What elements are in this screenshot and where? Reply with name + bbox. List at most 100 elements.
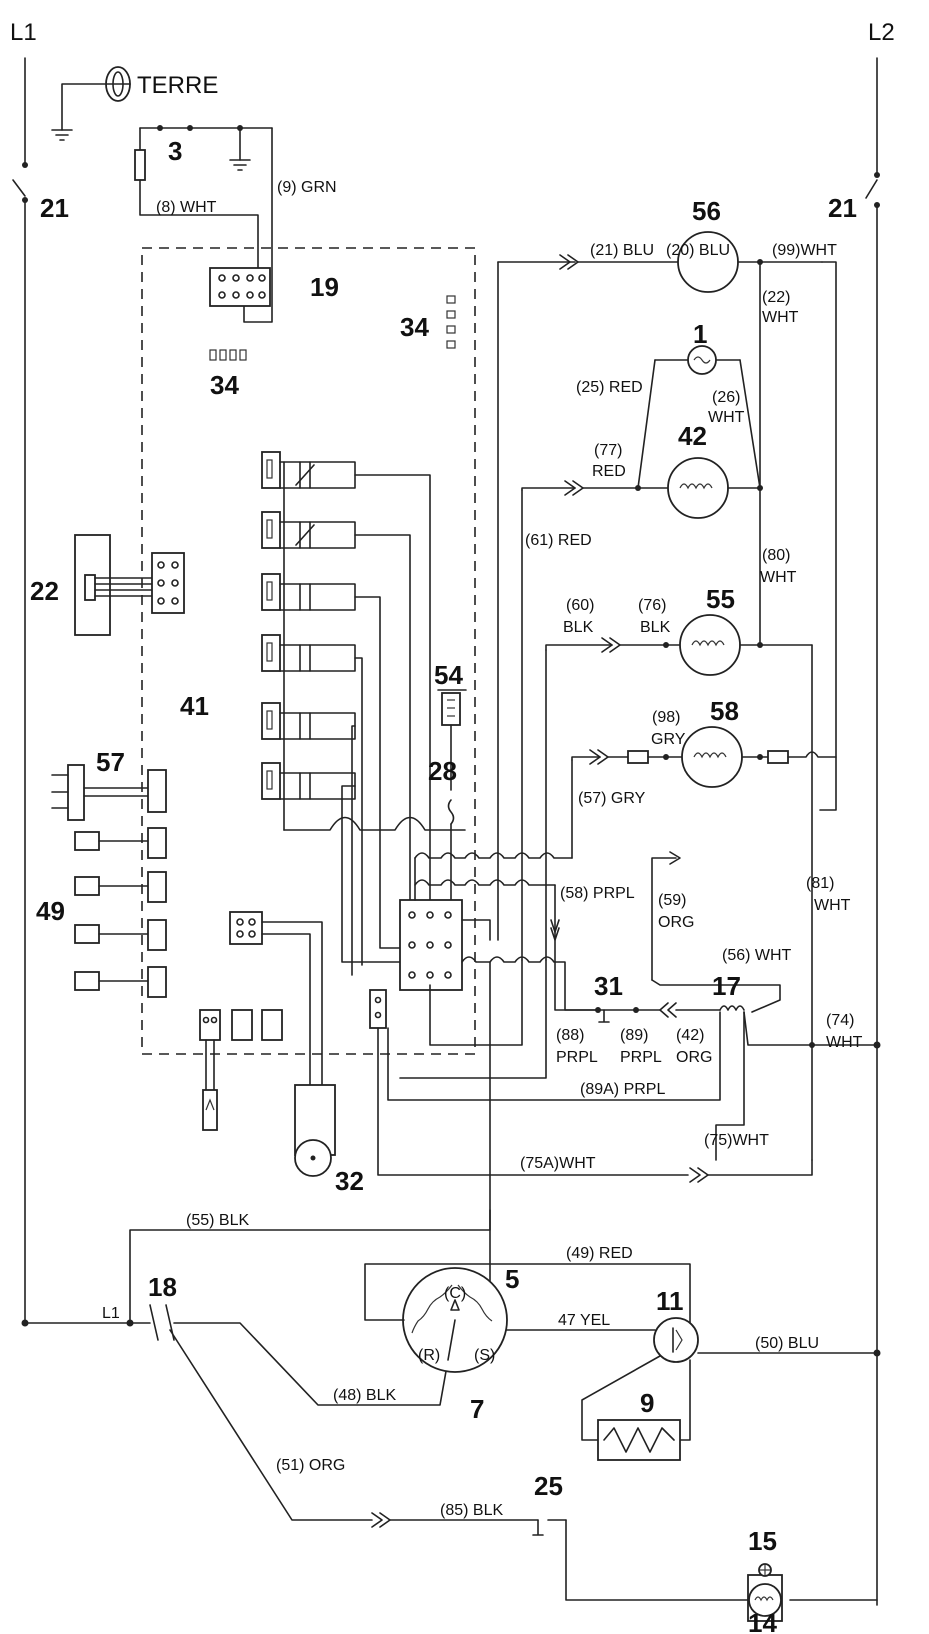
component-34-top-label: 34 (400, 312, 429, 342)
component-14-label: 14 (748, 1608, 777, 1634)
wire-99-label: (99)WHT (772, 242, 837, 259)
wire-20-label: (20) BLU (666, 242, 730, 259)
wire-77-label-a: (77) (594, 442, 622, 459)
component-58-label: 58 (710, 696, 739, 726)
wire-98-label-b: GRY (651, 731, 686, 748)
component-28-label: 28 (428, 756, 457, 786)
component-31-label: 31 (594, 971, 623, 1001)
ground-terminal (51, 66, 131, 141)
switch-21-right-label: 21 (828, 193, 857, 223)
wire-75-label: (75)WHT (704, 1132, 769, 1149)
component-17-label: 17 (712, 971, 741, 1001)
component-19-label: 19 (310, 272, 339, 302)
component-57-connector (51, 764, 167, 821)
bus-wiring (414, 261, 599, 1321)
ground-label: TERRE (137, 72, 218, 99)
rail-l1 (12, 57, 134, 1327)
wire-58-label: (58) PRPL (560, 885, 635, 902)
wire-80-label-b: WHT (760, 569, 797, 586)
wire-61-label: (61) RED (525, 532, 592, 549)
component-17-31-wiring (377, 851, 878, 1183)
line-l2-label: L2 (868, 19, 895, 46)
component-42-motor (521, 457, 763, 519)
component-5-label: 5 (505, 1264, 519, 1294)
wire-89-label-b: PRPL (620, 1049, 662, 1066)
component-49-label: 49 (36, 896, 65, 926)
l1-node-label: L1 (102, 1305, 120, 1322)
wire-88-label-a: (88) (556, 1027, 584, 1044)
wire-98-label-a: (98) (652, 709, 680, 726)
board-relays (261, 451, 466, 976)
component-49-sensors (74, 827, 167, 998)
compressor-r-terminal: (R) (418, 1347, 440, 1364)
component-25-label: 25 (534, 1471, 563, 1501)
wire-57-label: (57) GRY (578, 790, 646, 807)
component-55-motor (545, 614, 813, 1161)
component-54-label: 54 (434, 660, 463, 690)
component-1-lamp (637, 345, 761, 489)
component-7-label: 7 (470, 1394, 484, 1424)
component-11-label: 11 (656, 1286, 684, 1316)
component-42-label: 42 (678, 421, 707, 451)
wire-42-label-b: ORG (676, 1049, 712, 1066)
component-14-light (747, 1563, 783, 1622)
component-56-label: 56 (692, 196, 721, 226)
wire-8-label: (8) WHT (156, 199, 217, 216)
component-1-label: 1 (693, 319, 707, 349)
wire-60-label-b: BLK (563, 619, 594, 636)
component-18-label: 18 (148, 1272, 177, 1302)
component-41-label: 41 (180, 691, 209, 721)
wire-59-label-a: (59) (658, 892, 686, 909)
line-l1-label: L1 (10, 19, 37, 46)
wire-50-label: (50) BLU (755, 1335, 819, 1352)
wire-76-label-b: BLK (640, 619, 671, 636)
component-32-label: 32 (335, 1166, 364, 1196)
component-15-label: 15 (748, 1526, 777, 1556)
board-connector-top (209, 267, 271, 307)
component-57-label: 57 (96, 747, 125, 777)
connector-34-left (209, 349, 247, 361)
wire-49-label: (49) RED (566, 1245, 633, 1262)
wire-48-label: (48) BLK (333, 1387, 396, 1404)
wire-51-label: (51) ORG (276, 1457, 345, 1474)
control-board-outline (141, 247, 476, 1055)
wire-74-label-a: (74) (826, 1012, 854, 1029)
wire-55-label: (55) BLK (186, 1212, 249, 1229)
component-34-left-label: 34 (210, 370, 239, 400)
wire-89-label-a: (89) (620, 1027, 648, 1044)
component-11-relay (581, 1317, 878, 1441)
component-55-label: 55 (706, 584, 735, 614)
board-terminal-block (399, 899, 491, 991)
wire-74-label-b: WHT (826, 1034, 863, 1051)
wire-89A-label: (89A) PRPL (580, 1081, 665, 1098)
wire-42-label-a: (42) (676, 1027, 704, 1044)
component-58-motor (571, 726, 837, 788)
wire-88-label-b: PRPL (556, 1049, 598, 1066)
wire-81-label-b: WHT (814, 897, 851, 914)
wire-59-label-b: ORG (658, 914, 694, 931)
rail-l2 (865, 57, 881, 1606)
wire-21-label: (21) BLU (590, 242, 654, 259)
wire-26-label-b: WHT (708, 409, 745, 426)
wire-77-label-b: RED (592, 463, 626, 480)
component-32-motor (229, 911, 336, 1177)
switch-21-left-label: 21 (40, 193, 69, 223)
component-22-sensor (74, 534, 185, 636)
wire-85-label: (85) BLK (440, 1502, 503, 1519)
harness-ground-3 (134, 125, 273, 323)
wire-60-label-a: (60) (566, 597, 594, 614)
bottom-wiring (129, 1209, 878, 1601)
component-22-label: 22 (30, 576, 59, 606)
component-9-label: 9 (640, 1388, 654, 1418)
compressor-c-terminal: (C) (444, 1285, 466, 1302)
connector-34-top (446, 295, 456, 349)
component-3-label: 3 (168, 136, 182, 166)
compressor-s-terminal: (S) (474, 1347, 495, 1364)
wire-22-label-a: (22) (762, 289, 790, 306)
wire-75A-label: (75A)WHT (520, 1155, 596, 1172)
wire-26-label-a: (26) (712, 389, 740, 406)
wire-81-label-a: (81) (806, 875, 834, 892)
wire-80-label-a: (80) (762, 547, 790, 564)
wire-56-label: (56) WHT (722, 947, 792, 964)
component-54-fuse (437, 689, 467, 901)
